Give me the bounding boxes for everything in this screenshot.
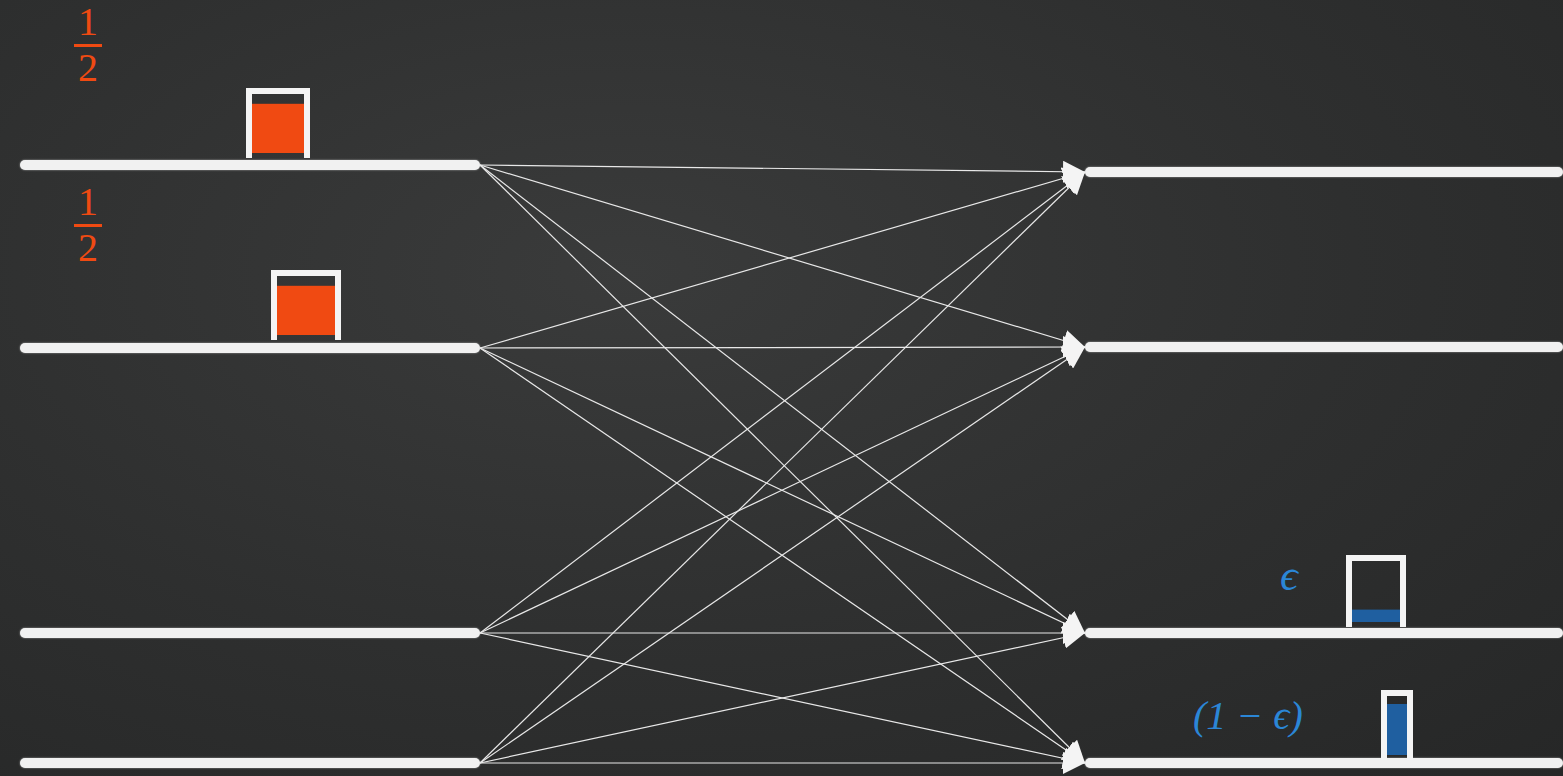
transition-arrow xyxy=(480,348,1085,763)
transition-arrow xyxy=(480,633,1085,763)
energy-level-node xyxy=(1085,275,1563,352)
transition-arrow xyxy=(480,165,1085,172)
energy-level xyxy=(1085,758,1563,768)
population-bar xyxy=(270,270,342,340)
energy-level-node xyxy=(1085,100,1563,177)
transition-arrow xyxy=(480,172,1085,633)
bar-fill xyxy=(277,286,335,335)
transition-arrow xyxy=(480,165,1085,633)
text-holder: ϵ xyxy=(1280,552,1298,600)
energy-level xyxy=(1085,167,1563,177)
energy-level-node: 12 xyxy=(20,0,480,170)
energy-level-node: 12 xyxy=(20,180,480,353)
transition-arrow xyxy=(480,172,1085,763)
fraction-digit: 1 xyxy=(78,6,98,38)
fraction-bar xyxy=(74,44,102,47)
energy-level xyxy=(20,160,480,170)
bar-fill xyxy=(1352,610,1400,622)
population-bar xyxy=(1380,690,1414,760)
transition-arrow xyxy=(480,633,1085,763)
fraction-bar xyxy=(74,224,102,227)
bar-fill xyxy=(1387,704,1407,755)
energy-level-node: ϵ xyxy=(1085,540,1563,638)
energy-level xyxy=(20,343,480,353)
text-holder: 12 xyxy=(78,186,98,264)
energy-level xyxy=(20,758,480,768)
fraction-digit: 2 xyxy=(78,52,98,84)
population-bar xyxy=(245,88,311,158)
bar-frame xyxy=(1349,558,1403,627)
text-holder: (1 − ϵ) xyxy=(1193,694,1303,738)
text-holder: 12 xyxy=(78,6,98,84)
energy-level xyxy=(20,628,480,638)
probability-label: (1 − ϵ) xyxy=(1193,694,1303,738)
energy-level xyxy=(1085,342,1563,352)
transition-arrow xyxy=(480,347,1085,348)
energy-level-node xyxy=(20,690,480,768)
transition-arrow xyxy=(480,165,1085,763)
probability-label: ϵ xyxy=(1280,552,1298,600)
transition-arrow xyxy=(480,348,1085,633)
bar-frame xyxy=(274,273,338,340)
fraction-digit: 1 xyxy=(78,186,98,218)
population-bar xyxy=(1345,555,1407,627)
transition-arrow xyxy=(480,347,1085,763)
energy-level-node: (1 − ϵ) xyxy=(1085,680,1563,768)
bar-frame xyxy=(1384,693,1410,760)
bar-fill xyxy=(252,104,304,153)
transition-arrow xyxy=(480,632,1085,633)
fraction-digit: 2 xyxy=(78,232,98,264)
transition-arrow xyxy=(480,165,1085,347)
energy-level xyxy=(1085,628,1563,638)
bar-frame xyxy=(249,91,307,158)
energy-level-node xyxy=(20,560,480,638)
transition-arrow xyxy=(480,347,1085,633)
transition-arrow xyxy=(480,762,1085,763)
